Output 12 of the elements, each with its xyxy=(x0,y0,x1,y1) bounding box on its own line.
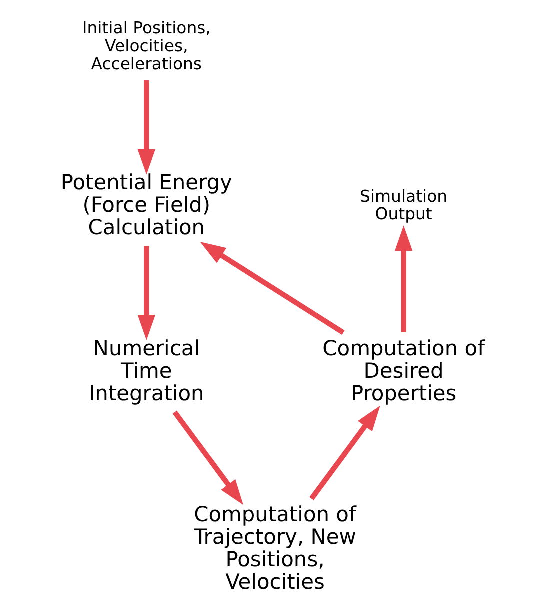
node-text: Numerical Time Integration xyxy=(89,336,204,406)
arrow xyxy=(172,410,244,506)
arrow xyxy=(394,226,413,332)
node-text: Simulation Output xyxy=(360,186,448,224)
arrow xyxy=(138,246,156,340)
node-text: Initial Positions, Velocities, Accelerations xyxy=(82,18,211,74)
arrow xyxy=(138,80,156,175)
arrow xyxy=(310,406,380,500)
node-text: Computation of Desired Properties xyxy=(322,336,485,406)
node-text: Computation of Trajectory, New Positions, Velocities xyxy=(194,502,356,594)
arrow xyxy=(200,242,345,335)
node-text: Potential Energy (Force Field) Calculation xyxy=(60,170,232,240)
